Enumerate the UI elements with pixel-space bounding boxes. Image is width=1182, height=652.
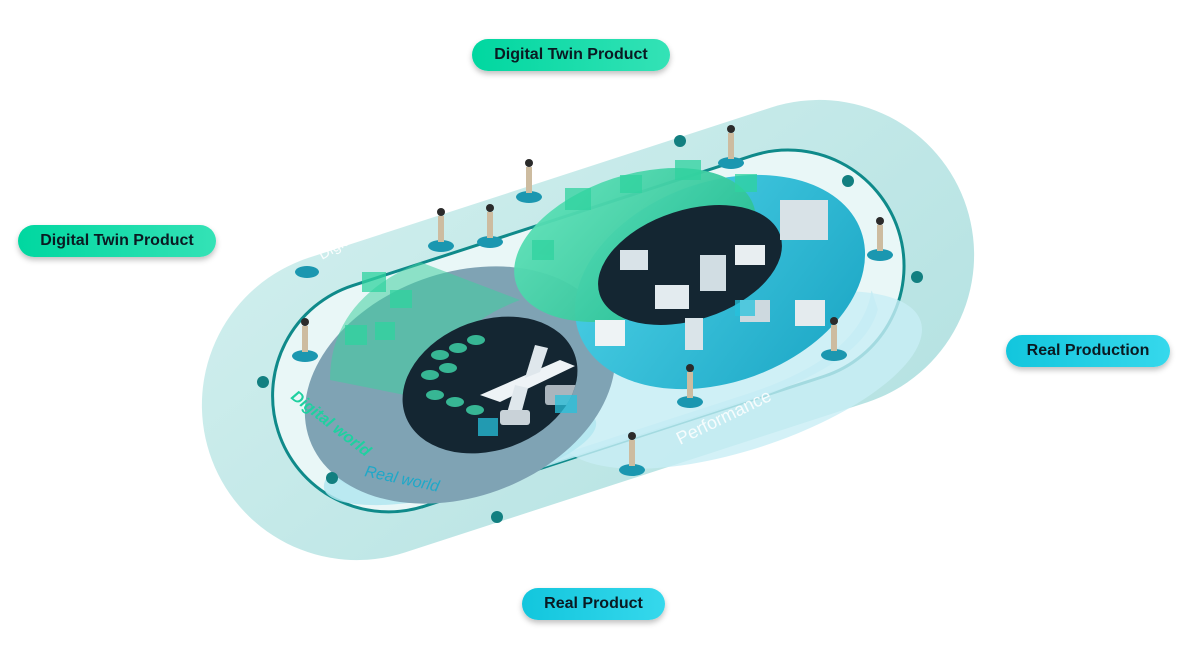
track-nodes <box>257 135 923 523</box>
digital-twin-product-button-top[interactable]: Digital Twin Product <box>472 39 670 71</box>
digital-twin-product-button-left[interactable]: Digital Twin Product <box>18 225 216 257</box>
product-models <box>421 335 579 425</box>
people-on-track <box>292 125 893 476</box>
real-production-button[interactable]: Real Production <box>1006 335 1170 367</box>
real-product-button[interactable]: Real Product <box>522 588 665 620</box>
digital-world-band <box>330 262 520 400</box>
holographic-screens <box>345 160 757 436</box>
right-dark-core <box>598 205 782 325</box>
